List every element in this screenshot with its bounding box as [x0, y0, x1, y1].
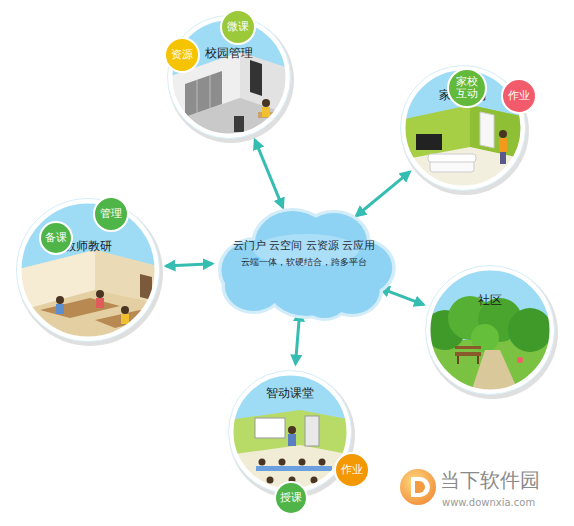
circle-outline — [425, 265, 555, 395]
tag-bubble: 资源 — [164, 37, 200, 73]
tag-bubble: 作业 — [334, 452, 370, 488]
double-arrow — [255, 140, 283, 208]
classroom-scene — [228, 368, 352, 496]
scene-title: 教师教研 — [16, 239, 160, 254]
scene-circle: 社区 — [425, 265, 555, 395]
circle-shadows — [17, 17, 558, 498]
scene-circle: 智动课堂 — [228, 370, 352, 494]
campus-scene — [160, 10, 300, 150]
scene-title: 智动课堂 — [228, 386, 352, 401]
cloud-hub: 云门户 云空间 云资源 云应用云端一体，软硬结合，跨多平台 — [210, 198, 398, 320]
tag-bubble: 微课 — [220, 9, 256, 45]
tag-text: 微课 — [225, 21, 251, 33]
tag-text: 作业 — [506, 90, 532, 102]
tag-bubble: 备课 — [39, 221, 73, 255]
watermark-logo — [400, 469, 436, 505]
double-arrow — [166, 264, 212, 266]
scene-circle: 教师教研 — [16, 198, 160, 342]
community-scene — [425, 265, 555, 395]
cloud-slogan: 云端一体，软硬结合，跨多平台 — [210, 257, 398, 269]
cloud-services: 云门户 云空间 云资源 云应用 — [210, 238, 398, 253]
tag-text: 家校 互动 — [452, 76, 482, 100]
teacher-scene — [15, 195, 165, 345]
scene-title: 社区 — [425, 293, 555, 308]
double-arrow — [356, 172, 410, 216]
tag-bubble: 管理 — [93, 196, 129, 232]
watermark-text: 当下软件园 — [440, 467, 540, 494]
tag-text: 备课 — [44, 232, 68, 244]
double-arrow — [295, 312, 299, 364]
tag-bubble: 作业 — [501, 78, 537, 114]
tag-bubble: 家校 互动 — [447, 68, 487, 108]
tag-text: 资源 — [169, 49, 195, 61]
double-arrow — [380, 288, 424, 305]
tag-text: 授课 — [279, 492, 303, 504]
tag-bubble: 授课 — [274, 481, 308, 515]
circle-outline — [16, 198, 160, 342]
watermark-url: www.downxia.com — [442, 497, 535, 508]
tag-text: 管理 — [98, 208, 124, 220]
tag-text: 作业 — [339, 464, 365, 476]
